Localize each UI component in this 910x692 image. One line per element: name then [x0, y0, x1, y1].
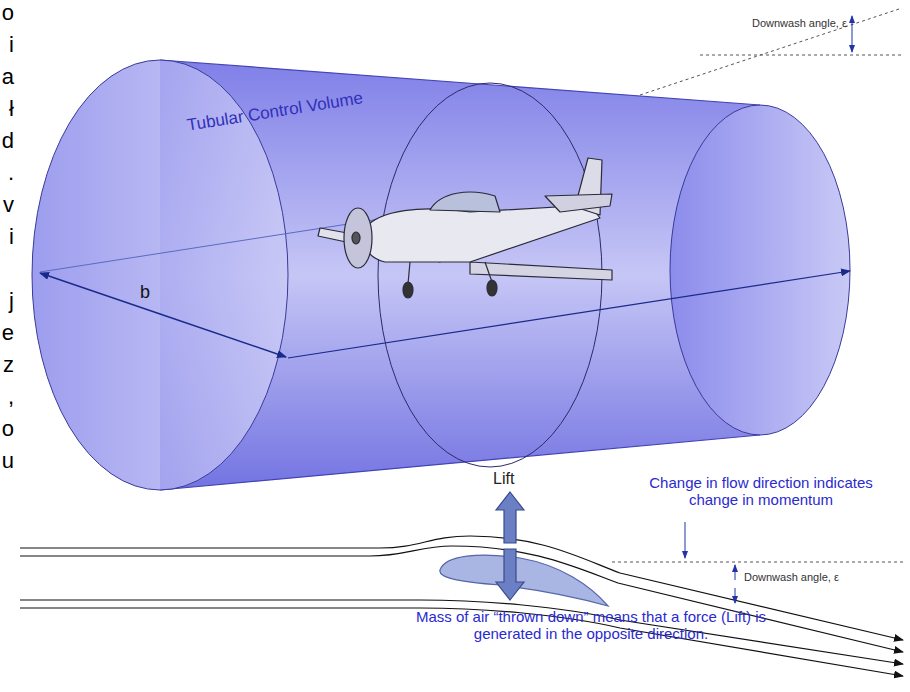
page-fragment: u: [0, 448, 14, 473]
span-dimension: [40, 205, 850, 358]
airplane: [318, 158, 612, 298]
page-fragment: z: [0, 352, 14, 377]
page-fragment: j: [0, 288, 14, 313]
page-fragment: o: [0, 0, 14, 25]
control-volume: [32, 60, 850, 490]
angle-label: Downwash angle, ε: [742, 571, 841, 584]
page-fragment: ł: [0, 96, 14, 121]
streamlines: [20, 536, 903, 676]
page-fragment: .: [0, 160, 14, 185]
page-fragment: o: [0, 416, 14, 441]
page-fragment: e: [0, 320, 14, 345]
note-text: Change in flow direction indicates chang…: [630, 474, 892, 509]
page-fragment: a: [0, 64, 14, 89]
page-fragment: d: [0, 128, 14, 153]
page-fragment: v: [0, 192, 14, 217]
note-text: Mass of air “thrown down” means that a f…: [410, 608, 772, 643]
page-fragment: i: [0, 224, 14, 249]
downwash-guides: [640, 8, 902, 95]
momentum-pointer: [612, 522, 903, 603]
page-fragment: ,: [0, 384, 14, 409]
lift-arrow: [496, 492, 524, 600]
force-label: Lift: [493, 470, 514, 488]
dimension-label: b: [140, 282, 150, 303]
airfoil: [440, 555, 608, 606]
page-fragment: i: [0, 32, 14, 57]
angle-label: Downwash angle, ε: [752, 17, 847, 30]
